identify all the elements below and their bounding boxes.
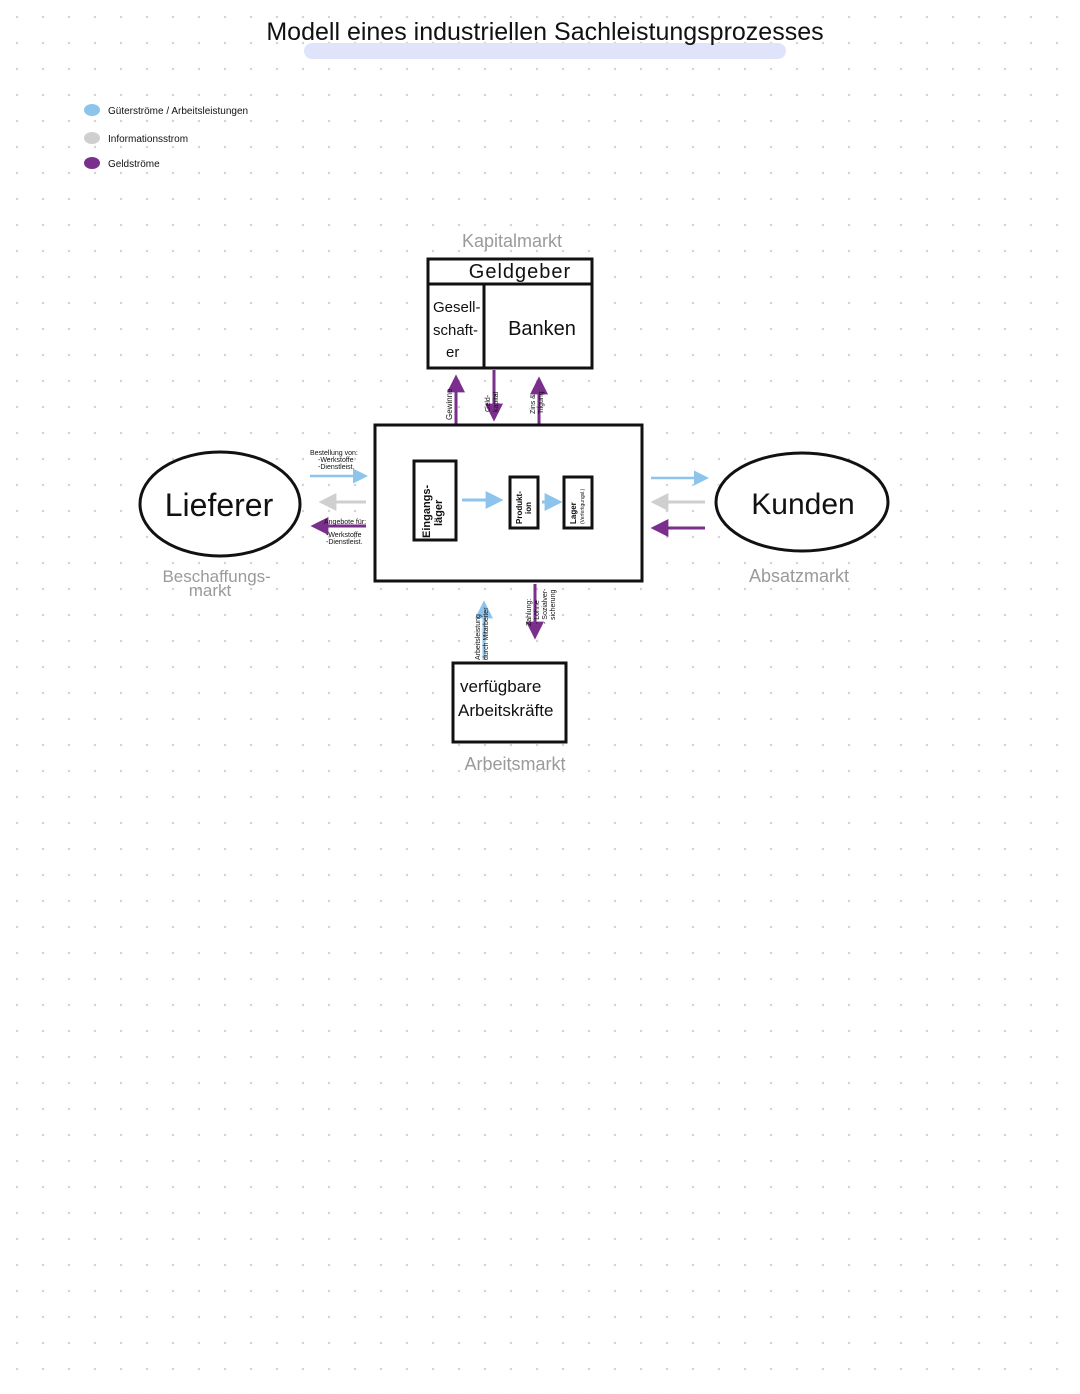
funder-box: Geldgeber Gesell- schaft- er Banken (426, 257, 594, 370)
blue-marker-icon (84, 104, 100, 116)
labor-flows: Arbeitsleistung durch Mitarbeiter Zahlun… (475, 584, 557, 660)
labor-box-label: verfügbare Arbeitskräfte (458, 677, 553, 720)
order-label: Bestellung von: -Werkstoffe -Dienstleist… (310, 450, 360, 471)
legend: Güterströme / Arbeitsleistungen Informat… (84, 104, 248, 170)
inbound-storage-box (412, 459, 458, 542)
legend-item-money: Geldströme (108, 159, 160, 170)
supplier-label: Lieferer (165, 487, 274, 523)
title-highlight (304, 43, 786, 59)
capital-flows: Gewinne Geld- kapital Zins & Tilgung (445, 370, 548, 424)
interest-label: Zins & Tilgung (530, 391, 545, 414)
warehouse-label: Lager (Verfertigungsl.) (569, 488, 586, 524)
supplier-flows: Bestellung von: -Werkstoffe -Dienstleist… (310, 450, 368, 546)
production-box (508, 475, 540, 530)
legend-item-goods: Güterströme / Arbeitsleistungen (108, 106, 248, 117)
sales-market-label: Absatzmarkt (749, 566, 849, 586)
company-box: Eingangs- läger Produkt- ion Lager (Verf… (373, 423, 644, 583)
capital-label: Geld- kapital (485, 391, 500, 412)
page-title: Modell eines industriellen Sachleistungs… (266, 18, 823, 46)
wage-label: Zahlung: - Löhne - Sozialver- sicherung (526, 587, 557, 626)
legend-item-info: Informationsstrom (108, 134, 188, 145)
supplier-node: Lieferer (138, 450, 302, 558)
funder-title: Geldgeber (469, 261, 571, 283)
warehouse-box (562, 475, 594, 530)
customers-label: Kunden (751, 488, 854, 521)
labor-market-label: Arbeitsmarkt (464, 754, 565, 774)
shareholder-label: Gesell- schaft- er (433, 299, 485, 361)
title-group: Modell eines industriellen Sachleistungs… (266, 18, 824, 59)
capital-market-label: Kapitalmarkt (462, 231, 562, 251)
customer-flows (650, 470, 709, 537)
procurement-market-label: Beschaffungs- markt (162, 567, 275, 600)
offer-label: Angebote für: -Werkstoffe -Dienstleist. (324, 519, 368, 546)
inbound-storage-label: Eingangs- läger (421, 482, 445, 538)
production-label: Produkt- ion (515, 489, 533, 524)
labor-flow-label: Arbeitsleistung durch Mitarbeiter (475, 607, 490, 660)
customers-node: Kunden (714, 451, 890, 553)
banks-label: Banken (508, 318, 576, 340)
gray-marker-icon (84, 132, 100, 144)
labor-box: verfügbare Arbeitskräfte (451, 661, 568, 744)
purple-marker-icon (84, 157, 100, 169)
dividend-label: Gewinne (445, 388, 454, 420)
